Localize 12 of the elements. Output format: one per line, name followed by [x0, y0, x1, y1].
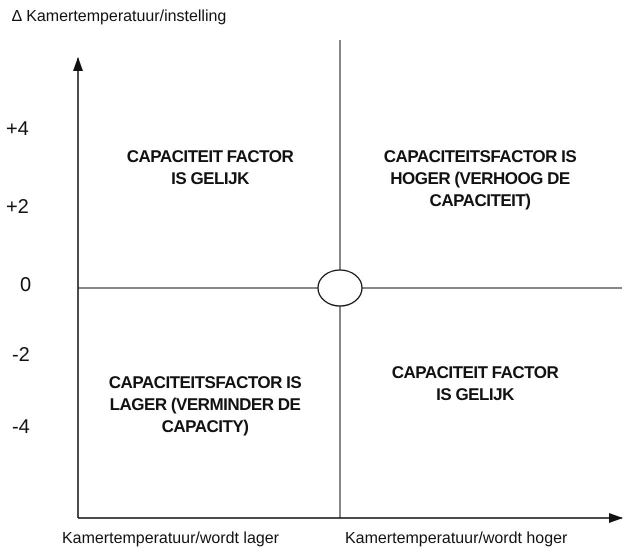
tick-label: -4 [12, 416, 30, 439]
quadrant-text: CAPACITEITSFACTOR IS HOGER (VERHOOG DE CAPACITEIT) [382, 146, 578, 212]
quadrant-text: CAPACITEIT FACTOR IS GELIJK [126, 146, 294, 190]
axis-label: Kamertemperatuur/wordt hoger [345, 530, 568, 548]
quadrant-text: CAPACITEIT FACTOR IS GELIJK [390, 362, 560, 406]
axis-title: ∆ Kamertemperatuur/instelling [12, 8, 226, 26]
tick-label: +2 [6, 196, 29, 219]
tick-label: -2 [12, 344, 30, 367]
tick-label: 0 [20, 274, 32, 297]
quadrant-text: CAPACITEITSFACTOR IS LAGER (VERMINDER DE CAPACITY) [108, 372, 302, 438]
tick-label: +4 [6, 118, 29, 141]
axis-label: Kamertemperatuur/wordt lager [62, 530, 279, 548]
